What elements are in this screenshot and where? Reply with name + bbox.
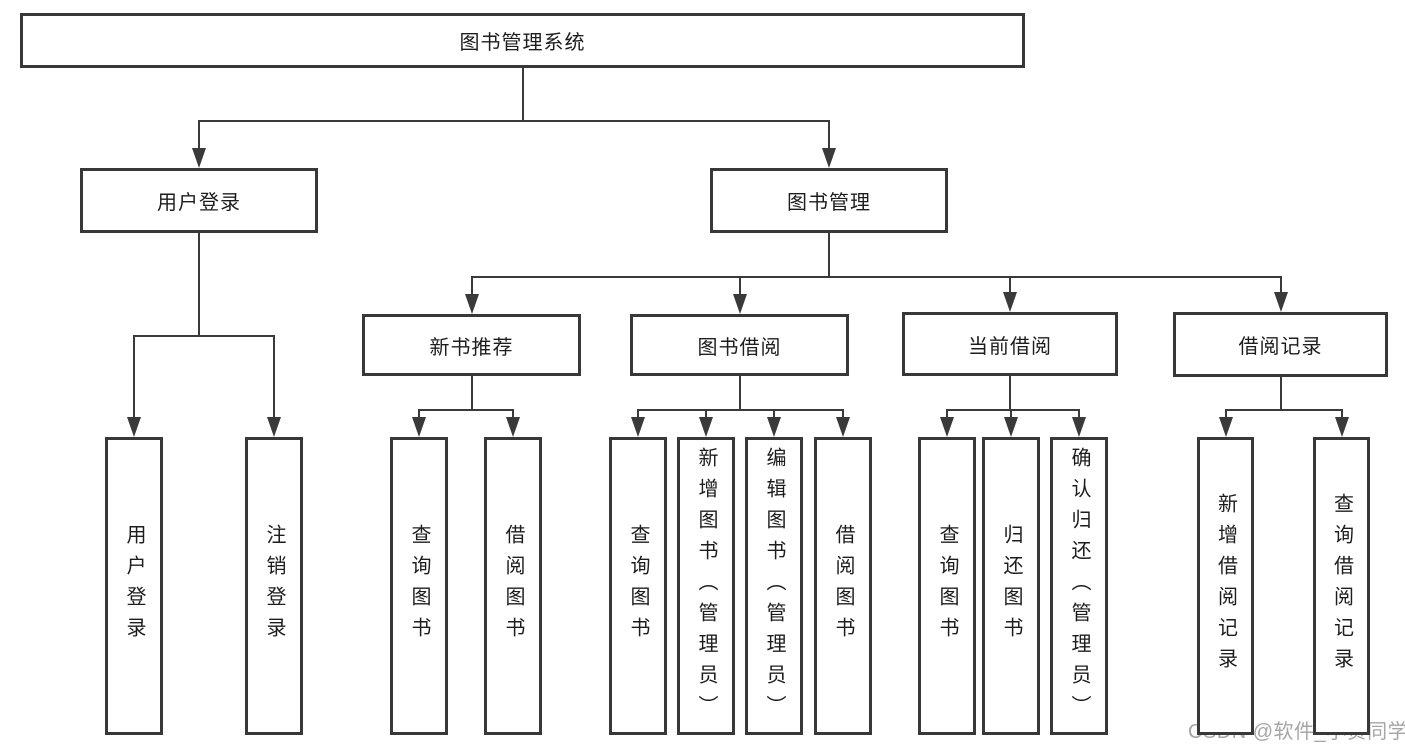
node-leaf-logout: 注销登录 bbox=[245, 437, 303, 735]
node-leaf-edit-book-admin: 编辑图书（管理员） bbox=[745, 437, 803, 735]
arrowhead-icon bbox=[940, 417, 954, 437]
node-label-book-borrowing: 图书借阅 bbox=[697, 336, 782, 359]
arrowhead-icon bbox=[732, 294, 747, 314]
connector-rail-library-management-system bbox=[198, 120, 830, 122]
node-label-leaf-user-login: 用户登录 bbox=[123, 524, 145, 648]
node-label-leaf-edit-book-admin: 编辑图书（管理员） bbox=[763, 446, 785, 726]
node-label-leaf-logout: 注销登录 bbox=[263, 524, 285, 648]
connector-rail-new-book-recommendation bbox=[418, 409, 514, 411]
connector-drop-leaf-add-book-admin bbox=[705, 409, 707, 419]
connector-rail-book-borrowing bbox=[637, 409, 844, 411]
node-label-leaf-borrow-books-recommend: 借阅图书 bbox=[502, 524, 524, 648]
connector-rail-borrowing-records bbox=[1224, 409, 1343, 411]
node-new-book-recommendation: 新书推荐 bbox=[362, 314, 581, 376]
connector-drop-current-borrowing bbox=[1009, 276, 1011, 294]
connector-drop-leaf-query-books-recommend bbox=[418, 409, 420, 419]
connector-drop-leaf-query-books-borrowing bbox=[637, 409, 639, 419]
arrowhead-icon bbox=[506, 417, 520, 437]
node-borrowing-records: 借阅记录 bbox=[1173, 312, 1388, 377]
node-label-leaf-query-books-borrowing: 查询图书 bbox=[627, 524, 649, 648]
node-user-login: 用户登录 bbox=[80, 168, 318, 233]
arrowhead-icon bbox=[192, 148, 206, 168]
arrowhead-icon bbox=[127, 417, 141, 437]
node-current-borrowing: 当前借阅 bbox=[902, 312, 1118, 376]
node-label-borrowing-records: 借阅记录 bbox=[1238, 336, 1323, 358]
connector-drop-leaf-user-login bbox=[133, 335, 135, 419]
arrowhead-icon bbox=[267, 417, 281, 437]
node-library-management-system: 图书管理系统 bbox=[20, 13, 1025, 68]
node-leaf-query-books-recommend: 查询图书 bbox=[390, 437, 448, 735]
node-leaf-add-book-admin: 新增图书（管理员） bbox=[677, 437, 735, 735]
connector-rail-current-borrowing bbox=[946, 409, 1080, 411]
connector-drop-leaf-borrow-books-recommend bbox=[512, 409, 514, 419]
node-label-leaf-return-book: 归还图书 bbox=[1000, 524, 1022, 648]
node-label-leaf-query-books-current: 查询图书 bbox=[936, 524, 958, 648]
connector-stem-book-management bbox=[828, 233, 830, 278]
node-label-leaf-add-borrow-record: 新增借阅记录 bbox=[1214, 493, 1237, 679]
connector-drop-leaf-edit-book-admin bbox=[773, 409, 775, 419]
connector-stem-current-borrowing bbox=[1009, 376, 1011, 411]
arrowhead-icon bbox=[1004, 417, 1018, 437]
connector-stem-library-management-system bbox=[521, 68, 524, 122]
connector-stem-new-book-recommendation bbox=[470, 376, 473, 411]
node-leaf-borrow-books-recommend: 借阅图书 bbox=[484, 437, 542, 735]
arrowhead-icon bbox=[1273, 292, 1288, 312]
arrowhead-icon bbox=[1072, 417, 1086, 437]
node-leaf-query-borrow-record: 查询借阅记录 bbox=[1313, 437, 1370, 735]
connector-rail-user-login bbox=[133, 335, 275, 337]
node-label-leaf-query-books-recommend: 查询图书 bbox=[408, 524, 430, 648]
connector-rail-book-management bbox=[470, 276, 1282, 278]
node-label-leaf-query-borrow-record: 查询借阅记录 bbox=[1330, 493, 1353, 679]
node-leaf-confirm-return-admin: 确认归还（管理员） bbox=[1050, 437, 1108, 735]
node-label-book-management: 图书管理 bbox=[787, 192, 871, 214]
arrowhead-icon bbox=[1334, 417, 1349, 437]
node-leaf-query-books-current: 查询图书 bbox=[918, 437, 976, 735]
arrowhead-icon bbox=[836, 417, 850, 437]
arrowhead-icon bbox=[699, 417, 713, 437]
node-leaf-borrow-books-borrowing: 借阅图书 bbox=[814, 437, 872, 735]
node-book-management: 图书管理 bbox=[710, 168, 948, 233]
node-label-user-login: 用户登录 bbox=[157, 192, 241, 214]
node-leaf-user-login: 用户登录 bbox=[105, 437, 163, 735]
connector-drop-leaf-confirm-return-admin bbox=[1078, 409, 1080, 419]
arrowhead-icon bbox=[1218, 417, 1233, 437]
node-book-borrowing: 图书借阅 bbox=[630, 314, 849, 376]
connector-stem-book-borrowing bbox=[738, 376, 741, 411]
connector-drop-borrowing-records bbox=[1279, 276, 1282, 294]
connector-drop-leaf-query-borrow-record bbox=[1340, 409, 1343, 419]
node-leaf-add-borrow-record: 新增借阅记录 bbox=[1197, 437, 1254, 735]
node-label-library-management-system: 图书管理系统 bbox=[459, 32, 586, 54]
arrowhead-icon bbox=[412, 417, 426, 437]
connector-drop-user-login bbox=[198, 120, 200, 150]
connector-drop-leaf-query-books-current bbox=[946, 409, 948, 419]
node-label-new-book-recommendation: 新书推荐 bbox=[429, 336, 514, 359]
node-leaf-return-book: 归还图书 bbox=[982, 437, 1040, 735]
node-label-leaf-add-book-admin: 新增图书（管理员） bbox=[695, 446, 717, 726]
connector-drop-leaf-add-borrow-record bbox=[1224, 409, 1227, 419]
connector-stem-borrowing-records bbox=[1279, 377, 1282, 411]
node-label-current-borrowing: 当前借阅 bbox=[968, 335, 1052, 358]
connector-drop-leaf-borrow-books-borrowing bbox=[842, 409, 844, 419]
connector-stem-user-login bbox=[198, 233, 200, 337]
connector-drop-book-borrowing bbox=[738, 276, 741, 296]
arrowhead-icon bbox=[464, 294, 479, 314]
connector-drop-leaf-return-book bbox=[1010, 409, 1012, 419]
arrowhead-icon bbox=[631, 417, 645, 437]
connector-drop-leaf-logout bbox=[273, 335, 275, 419]
node-label-leaf-confirm-return-admin: 确认归还（管理员） bbox=[1068, 446, 1090, 726]
arrowhead-icon bbox=[767, 417, 781, 437]
node-leaf-query-books-borrowing: 查询图书 bbox=[609, 437, 667, 735]
connector-drop-book-management bbox=[828, 120, 830, 150]
arrowhead-icon bbox=[1003, 292, 1017, 312]
connector-drop-new-book-recommendation bbox=[470, 276, 473, 296]
node-label-leaf-borrow-books-borrowing: 借阅图书 bbox=[832, 524, 854, 648]
arrowhead-icon bbox=[822, 148, 836, 168]
